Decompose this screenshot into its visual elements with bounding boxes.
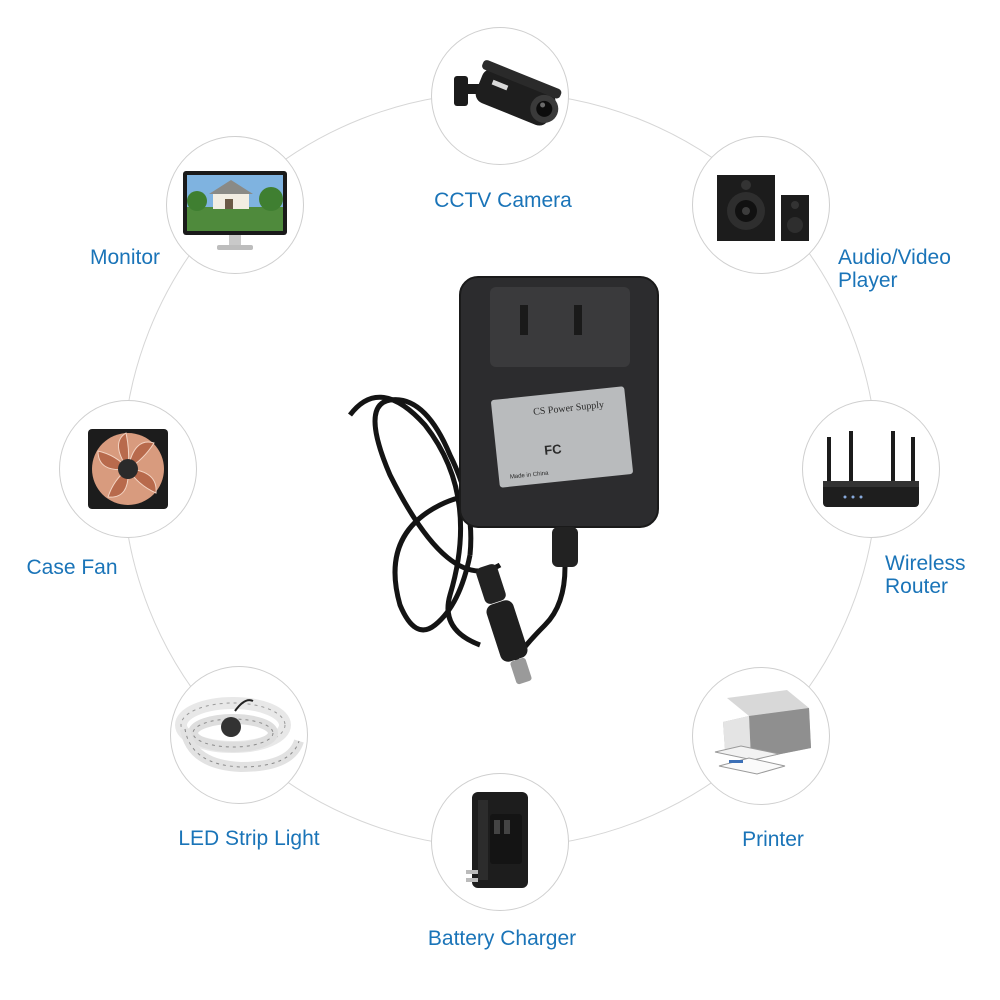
cctv-camera-icon — [454, 60, 562, 126]
adapter-fc-mark: FC — [544, 441, 563, 458]
battery-charger-bubble — [431, 773, 569, 911]
adapter-made-in-text: Made in China — [510, 471, 550, 481]
battery-charger-label: Battery Charger — [427, 927, 577, 950]
audio-video-label-line1: Audio/Video — [838, 246, 951, 269]
led-strip-label: LED Strip Light — [178, 827, 320, 850]
case-fan-icon — [88, 429, 168, 509]
case-fan-label: Case Fan — [26, 556, 118, 579]
case-fan-bubble — [59, 400, 197, 538]
monitor-label: Monitor — [89, 246, 161, 269]
audio-video-player-label: Audio/Video Player — [838, 246, 951, 292]
led-strip-bubble — [170, 666, 308, 804]
printer-icon — [714, 690, 811, 775]
cctv-camera-label: CCTV Camera — [434, 189, 572, 212]
printer-bubble — [692, 667, 830, 805]
monitor-bubble — [166, 136, 304, 274]
cctv-camera-bubble — [431, 27, 569, 165]
monitor-icon — [183, 171, 287, 250]
audio-video-label-line2: Player — [838, 269, 898, 292]
battery-charger-icon — [466, 792, 528, 888]
audio-video-player-bubble — [692, 136, 830, 274]
power-adapter: CS Power Supply FC Made in China — [330, 265, 670, 705]
wireless-router-label-line2: Router — [885, 575, 949, 598]
wireless-router-bubble — [802, 400, 940, 538]
led-strip-icon — [175, 697, 304, 773]
wireless-router-icon — [823, 431, 919, 507]
printer-label: Printer — [742, 828, 804, 851]
wireless-router-label: Wireless Router — [885, 552, 966, 598]
power-adapter-icon: CS Power Supply FC Made in China — [348, 276, 659, 685]
wireless-router-label-line1: Wireless — [885, 552, 966, 575]
speaker-icon — [717, 175, 809, 241]
